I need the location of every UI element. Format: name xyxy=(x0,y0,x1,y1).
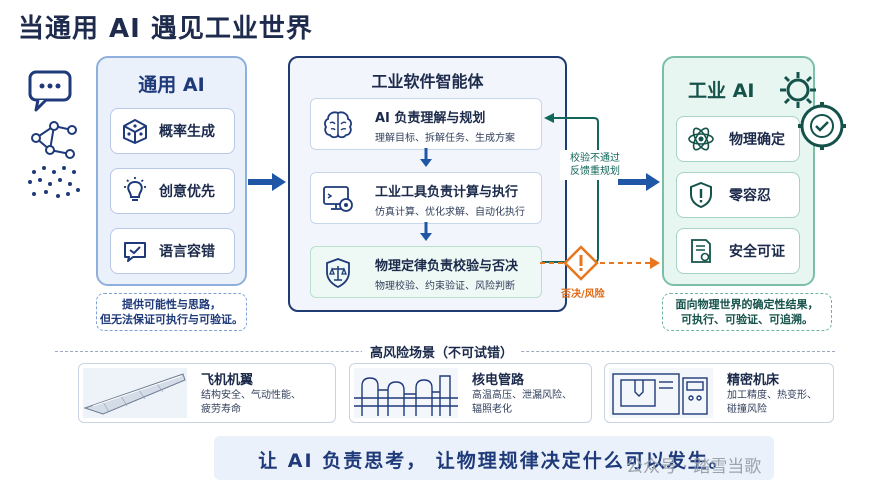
industrial-ai-note-line2: 可执行、可验证、可追溯。 xyxy=(681,313,813,326)
scenario-desc: 加工精度、热变形、 碰撞风险 xyxy=(727,389,847,417)
scenario-desc-line2: 碰撞风险 xyxy=(727,404,767,415)
scenario-card-wing: 飞机机翼 结构安全、气动性能、 疲劳寿命 xyxy=(78,363,336,423)
reject-arrow xyxy=(540,257,660,269)
general-ai-title: 通用 AI xyxy=(138,74,205,96)
scenario-desc-line2: 疲劳寿命 xyxy=(201,404,241,415)
scenario-title-nuclear: 核电管路 xyxy=(472,373,525,388)
industrial-ai-item-safety: 安全可证 xyxy=(676,228,800,274)
agent-title: 工业软件智能体 xyxy=(371,72,484,91)
arrow-down-icon xyxy=(420,222,432,241)
certificate-icon xyxy=(691,239,711,263)
feedback-line2: 反馈重规划 xyxy=(570,166,620,177)
feedback-label: 校验不通过 反馈重规划 xyxy=(560,152,630,178)
industrial-ai-item-label: 物理确定 xyxy=(729,132,785,148)
arrow-right-icon xyxy=(618,173,660,191)
general-ai-panel: 通用 AI 概率生成 创意优先 语言容错 xyxy=(96,56,247,286)
bottom-banner: 让 AI 负责思考， 让物理规律决定什么可以发生。 xyxy=(214,436,774,480)
scenario-desc-line1: 高温高压、泄漏风险、 xyxy=(472,390,572,401)
industrial-ai-title: 工业 AI xyxy=(688,80,755,102)
agent-step-subtitle: 物理校验、约束验证、风险判断 xyxy=(375,281,515,292)
chat-network-dots-icon xyxy=(28,70,80,198)
industrial-ai-item-label: 零容忍 xyxy=(729,188,771,204)
reject-label: 否决/风险 xyxy=(561,289,605,300)
scenario-desc: 高温高压、泄漏风险、 辐照老化 xyxy=(472,389,592,417)
watermark-text: 公众号 · 踏雪当歌 xyxy=(626,457,762,477)
scenario-desc: 结构安全、气动性能、 疲劳寿命 xyxy=(201,389,321,417)
general-ai-note: 提供可能性与思路， 但无法保证可执行与可验证。 xyxy=(96,293,247,331)
scenario-title-machine: 精密机床 xyxy=(727,373,780,388)
general-ai-note-line1: 提供可能性与思路， xyxy=(122,298,221,311)
industrial-ai-note: 面向物理世界的确定性结果， 可执行、可验证、可追溯。 xyxy=(662,293,832,331)
feedback-loop-arrow xyxy=(542,113,608,263)
scenario-card-nuclear: 核电管路 高温高压、泄漏风险、 辐照老化 xyxy=(349,363,592,423)
scenario-title: 高风险场景（不可试错） xyxy=(362,342,522,361)
shield-alert-icon xyxy=(690,181,712,209)
cube-dice-icon xyxy=(123,119,147,144)
aircraft-wing-icon xyxy=(83,368,187,418)
page-title: 当通用 AI 遇见工业世界 xyxy=(18,14,313,44)
agent-step-title: AI 负责理解与规划 xyxy=(375,111,486,126)
agent-panel: 工业软件智能体 AI 负责理解与规划 理解目标、拆解任务、生成方案 工业工具负责… xyxy=(288,56,567,312)
scenario-desc-line1: 结构安全、气动性能、 xyxy=(201,390,301,401)
scenario-desc-line1: 加工精度、热变形、 xyxy=(727,390,817,401)
computer-gear-icon xyxy=(323,186,353,212)
agent-step-execution: 工业工具负责计算与执行 仿真计算、优化求解、自动化执行 xyxy=(310,172,542,224)
banner-text: 让 AI 负责思考， 让物理规律决定什么可以发生。 xyxy=(258,450,730,472)
check-chat-bubble-icon xyxy=(124,242,146,262)
industrial-ai-note-line1: 面向物理世界的确定性结果， xyxy=(675,298,819,311)
arrow-right-icon xyxy=(248,173,286,191)
watermark: 公众号 · 踏雪当歌 xyxy=(626,452,761,477)
warning-diamond-icon xyxy=(563,245,599,281)
cnc-machine-icon xyxy=(609,368,713,418)
general-ai-item-probability: 概率生成 xyxy=(110,108,235,154)
agent-step-validation: 物理定律负责校验与否决 物理校验、约束验证、风险判断 xyxy=(310,246,542,298)
agent-step-title: 工业工具负责计算与执行 xyxy=(375,185,519,200)
shield-scale-icon xyxy=(326,258,350,289)
scenario-card-machine: 精密机床 加工精度、热变形、 碰撞风险 xyxy=(604,363,834,423)
feedback-line1: 校验不通过 xyxy=(570,153,620,164)
agent-step-planning: AI 负责理解与规划 理解目标、拆解任务、生成方案 xyxy=(310,98,542,150)
arrow-down-icon xyxy=(420,148,432,167)
industrial-ai-item-label: 安全可证 xyxy=(729,244,785,260)
gear-check-icon xyxy=(780,72,846,150)
atom-icon xyxy=(688,127,714,151)
general-ai-item-label: 概率生成 xyxy=(159,124,215,140)
general-ai-item-label: 创意优先 xyxy=(159,184,215,200)
general-ai-item-creativity: 创意优先 xyxy=(110,168,235,214)
agent-step-title: 物理定律负责校验与否决 xyxy=(375,259,519,274)
agent-step-subtitle: 仿真计算、优化求解、自动化执行 xyxy=(375,207,525,218)
brain-icon xyxy=(324,111,352,139)
agent-step-subtitle: 理解目标、拆解任务、生成方案 xyxy=(375,133,515,144)
general-ai-item-label: 语言容错 xyxy=(159,244,215,260)
scenario-desc-line2: 辐照老化 xyxy=(472,404,512,415)
scenario-title-wing: 飞机机翼 xyxy=(201,373,254,388)
industrial-ai-item-zero-tolerance: 零容忍 xyxy=(676,172,800,218)
general-ai-item-language: 语言容错 xyxy=(110,228,235,274)
nuclear-plant-icon xyxy=(354,368,458,418)
general-ai-note-line2: 但无法保证可执行与可验证。 xyxy=(100,313,243,326)
industrial-ai-item-physics: 物理确定 xyxy=(676,116,800,162)
lightbulb-icon xyxy=(124,177,146,201)
